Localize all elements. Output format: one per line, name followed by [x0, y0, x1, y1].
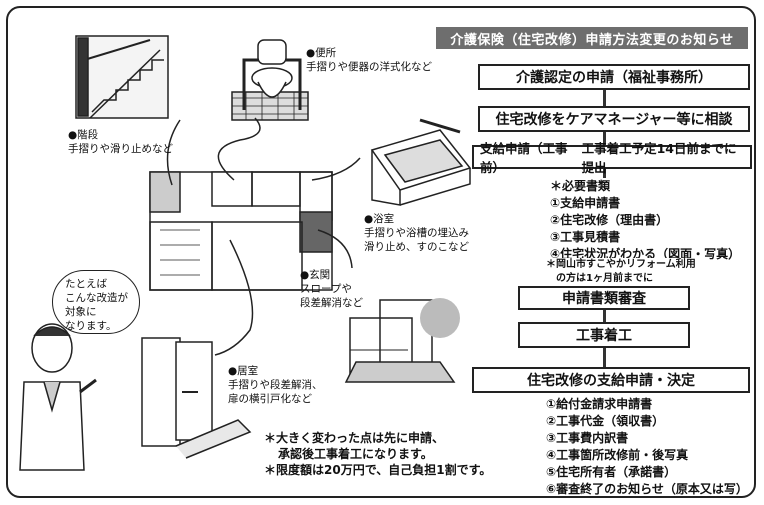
final-doc-item: ①給付金請求申請書 [546, 397, 653, 411]
deadline-label: 工事着工予定14日前までに提出 [581, 141, 737, 175]
door-illustration [141, 337, 252, 459]
speech-line: なります。 [65, 320, 117, 332]
living-desc: 扉の横引戸化など [228, 393, 312, 405]
final-doc-item: ④工事箇所改修前・後写真 [546, 448, 689, 462]
outer-frame [6, 6, 756, 498]
living-room-label: ●居室 手摺りや段差解消、 扉の横引戸化など [228, 364, 323, 406]
speech-line: こんな改造が [65, 292, 128, 304]
required-docs-heading: ＊必要書類 [550, 179, 611, 193]
notice-title: 介護保険（住宅改修）申請方法変更のお知らせ [436, 27, 748, 49]
entrance-label: ●玄関 スロープや 段差解消など [300, 268, 363, 310]
required-docs: ＊必要書類 ①支給申請書 ②住宅改修（理由書） ③工事見積書 ④住宅状況がわかる… [550, 178, 741, 263]
okayama-note: ＊岡山市すこやかリフォーム利用 の方は1ヶ月前までに [546, 258, 696, 286]
stairs-label: ●階段 手摺りや滑り止めなど [68, 128, 173, 156]
living-desc: 手摺りや段差解消、 [228, 379, 323, 391]
bath-desc: 滑り止め、すのこなど [364, 241, 469, 253]
living-name: ●居室 [228, 365, 259, 377]
bath-illustration [370, 118, 472, 206]
step-care-certification: 介護認定の申請（福祉事務所） [478, 64, 750, 90]
doc-item: ①支給申請書 [550, 196, 621, 210]
toilet-name: ●便所 [306, 47, 337, 59]
final-doc-item: ⑤住宅所有者（承諾書） [546, 465, 677, 479]
bath-desc: 手摺りや浴槽の埋込み [364, 227, 469, 239]
final-doc-item: ⑥審査終了のお知らせ（原本又は写） [546, 482, 748, 496]
okayama-note-line: ＊岡山市すこやかリフォーム利用 [546, 259, 696, 270]
doc-item: ③工事見積書 [550, 230, 621, 244]
step-benefit-application: 支給申請（工事前） 工事着工予定14日前までに提出 [472, 141, 752, 175]
doc-item: ②住宅改修（理由書） [550, 213, 669, 227]
final-docs: ①給付金請求申請書 ②工事代金（領収書） ③工事費内訳書 ④工事箇所改修前・後写… [546, 396, 748, 498]
important-notes: ＊大きく変わった点は先に申請、 承認後工事着工になります。 ＊限度額は20万円で… [264, 430, 491, 478]
final-doc-item: ③工事費内訳書 [546, 431, 629, 445]
floor-plan [149, 171, 333, 291]
note-line: ＊限度額は20万円で、自己負担1割です。 [264, 463, 492, 477]
stairs-desc: 手摺りや滑り止めなど [68, 143, 173, 155]
step-payment-decision: 住宅改修の支給申請・決定 [472, 367, 750, 393]
application-timing-label: 支給申請（工事前） [480, 141, 568, 175]
note-line: ＊大きく変わった点は先に申請、 [264, 431, 445, 445]
final-doc-item: ②工事代金（領収書） [546, 414, 665, 428]
okayama-note-line: の方は1ヶ月前までに [556, 273, 653, 284]
step-construction-start: 工事着工 [518, 322, 690, 348]
toilet-illustration [231, 39, 309, 121]
entrance-name: ●玄関 [300, 269, 331, 281]
speech-line: たとえば [65, 278, 107, 290]
bath-name: ●浴室 [364, 213, 395, 225]
doc-item: ④住宅状況がわかる（図面・写真） [550, 247, 741, 261]
entrance-desc: スロープや [300, 283, 352, 295]
entrance-illustration [344, 298, 460, 383]
toilet-desc: 手摺りや便器の洋式化など [306, 61, 432, 73]
connector-arrows [166, 117, 361, 356]
person-illustration [19, 323, 97, 471]
speech-line: 対象に [65, 306, 97, 318]
toilet-label: ●便所 手摺りや便器の洋式化など [306, 46, 432, 74]
entrance-desc: 段差解消など [300, 297, 363, 309]
stairs-illustration [75, 35, 169, 119]
speech-bubble: たとえば こんな改造が 対象に なります。 [52, 270, 140, 334]
bath-label: ●浴室 手摺りや浴槽の埋込み 滑り止め、すのこなど [364, 212, 469, 254]
step-consult-care-manager: 住宅改修をケアマネージャー等に相談 [478, 106, 750, 132]
stairs-name: ●階段 [68, 129, 99, 141]
note-line: 承認後工事着工になります。 [278, 447, 433, 461]
step-document-review: 申請書類審査 [518, 286, 690, 310]
